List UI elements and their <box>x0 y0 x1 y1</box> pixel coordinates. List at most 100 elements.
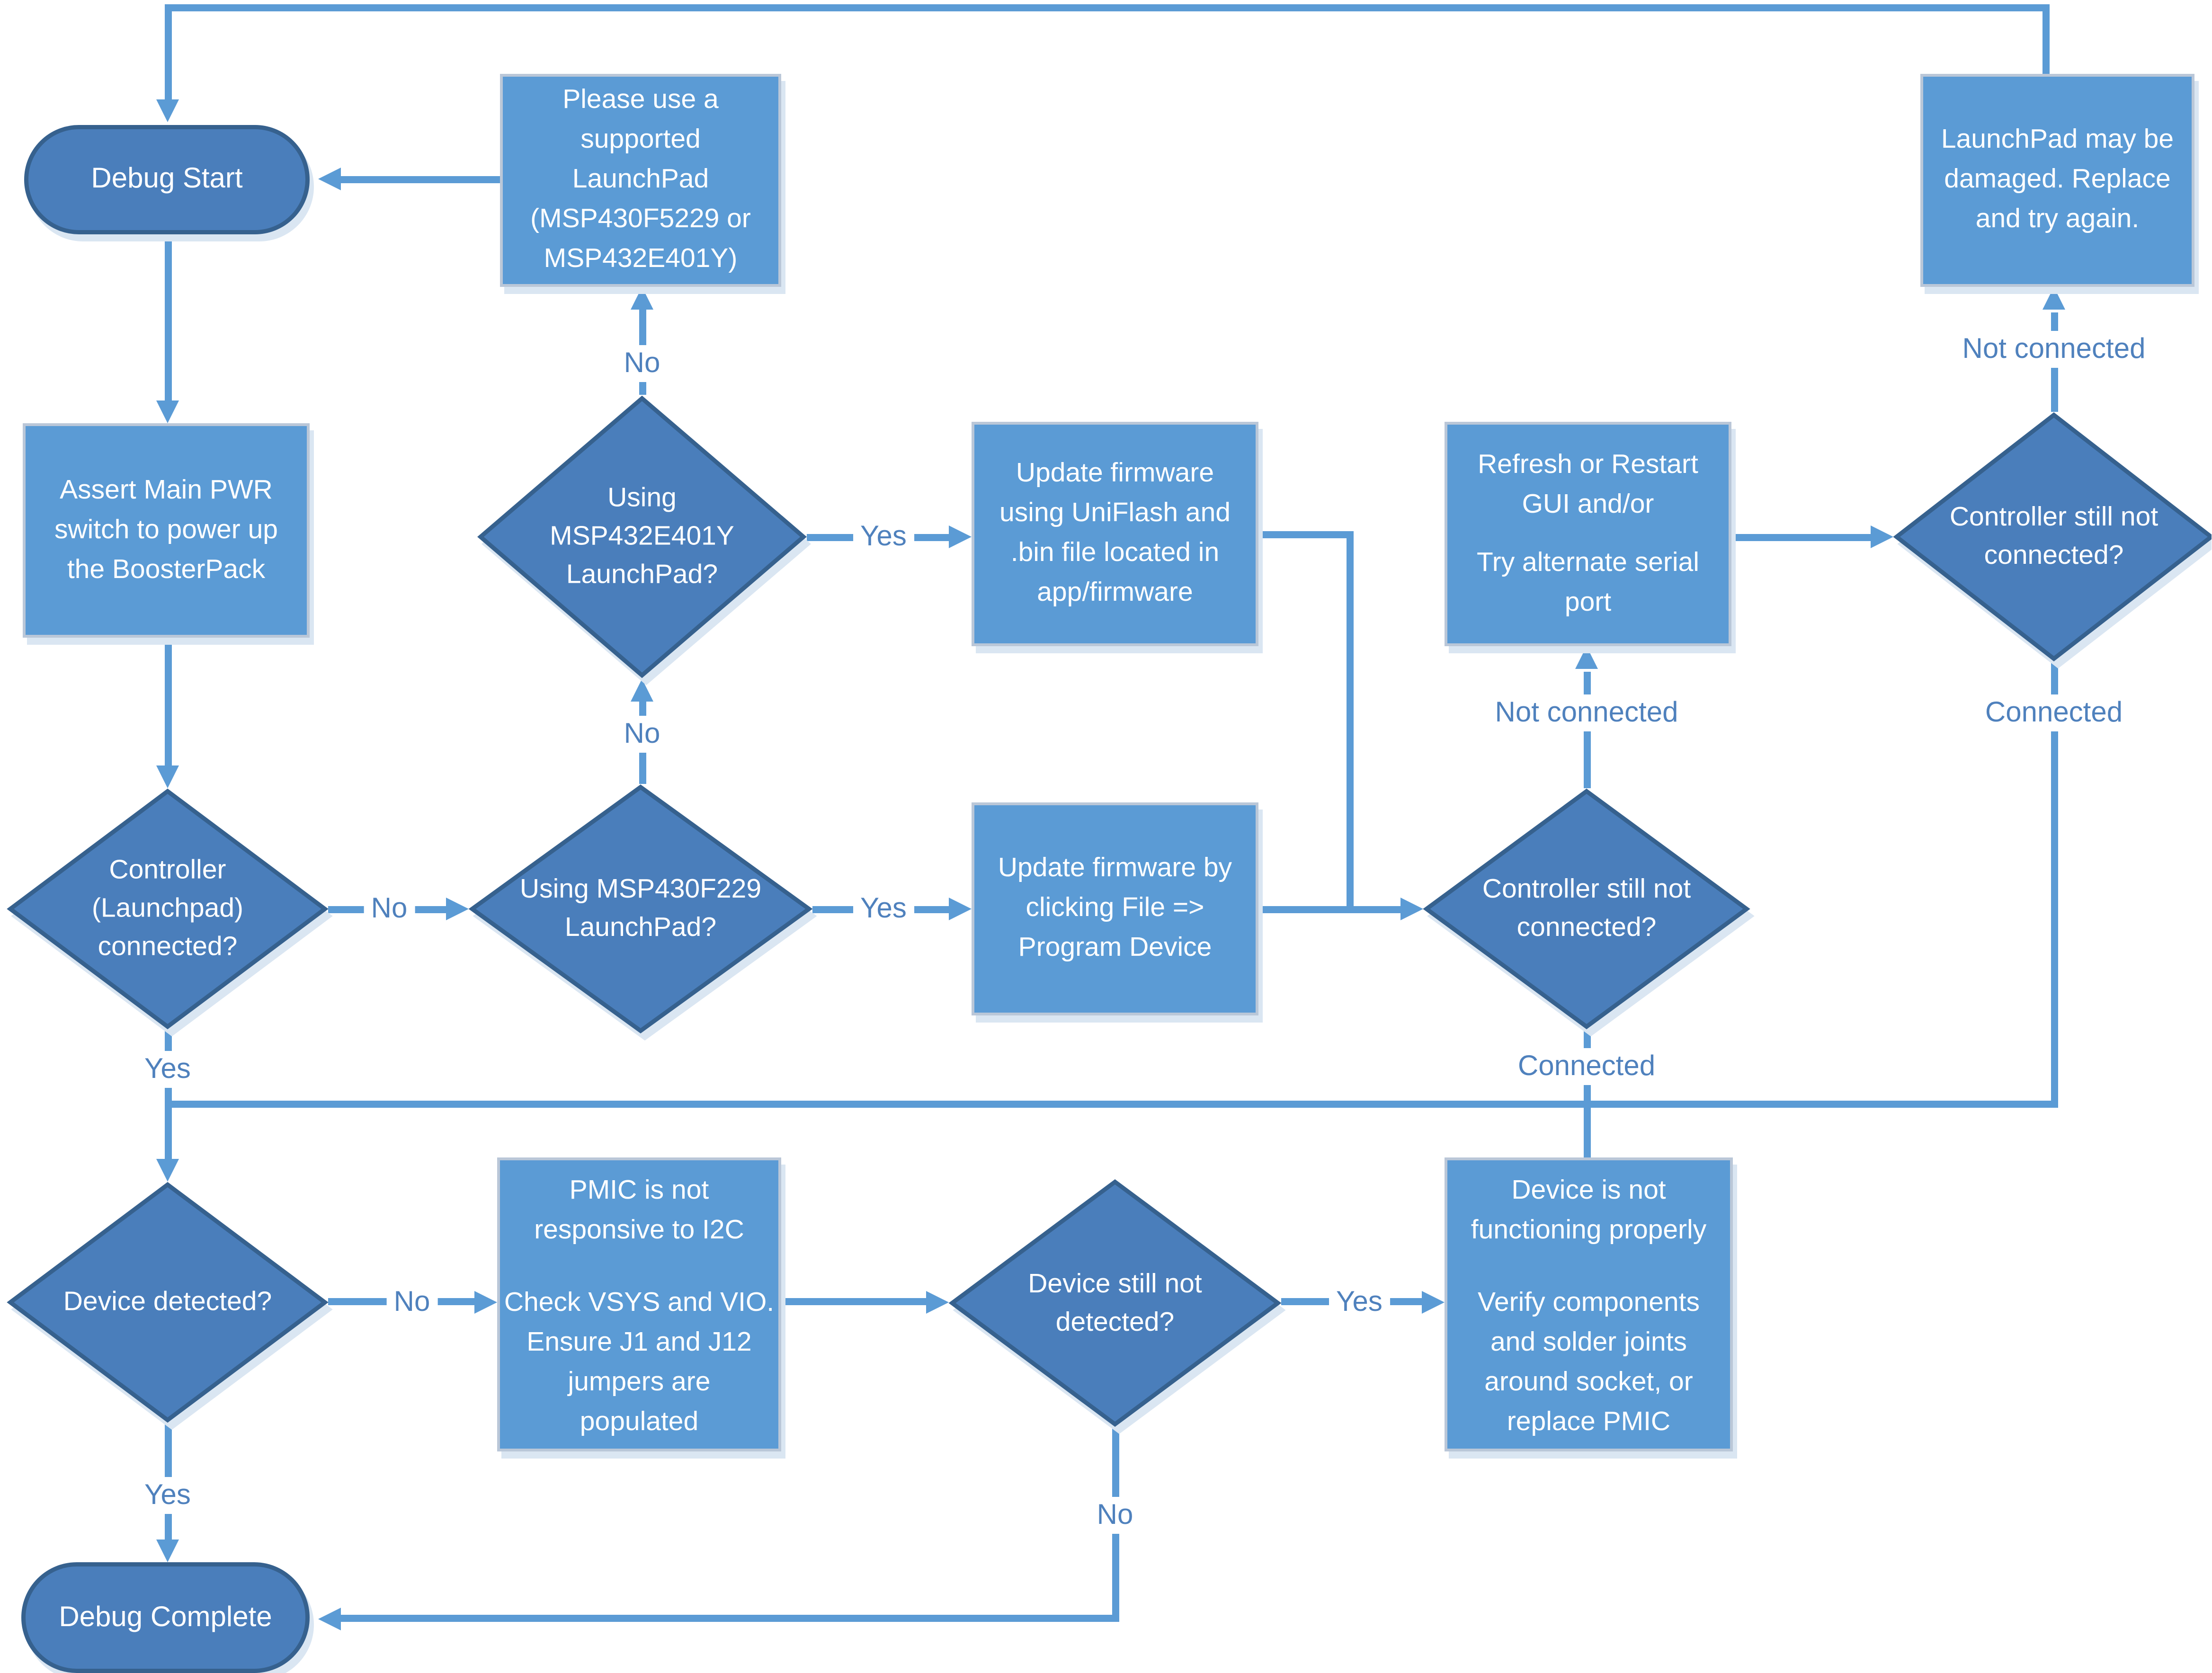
edge-label-no-complete: No <box>1089 1497 1141 1534</box>
connector-top-feedback <box>165 4 2050 11</box>
node-label: damaged. Replace <box>1944 165 2171 195</box>
edge-label-connected-right: Connected <box>1978 694 2130 731</box>
diamond-shape <box>949 1179 1281 1427</box>
process-refresh-restart-gui: Refresh or Restart GUI and/or Try altern… <box>1445 422 1731 646</box>
terminator-debug-complete: Debug Complete <box>21 1562 310 1673</box>
edge-label-yes-uniflash: Yes <box>853 518 914 555</box>
connector-ctrl-yes <box>165 1030 172 1162</box>
edge-label-no-ctrl: No <box>364 890 415 927</box>
edge-label-no-using432: No <box>616 345 668 382</box>
edge-label-yes-updatefile: Yes <box>853 890 914 927</box>
node-label: Update firmware <box>1016 459 1214 489</box>
node-label: connected? <box>1984 541 2124 571</box>
node-label: LaunchPad? <box>566 560 718 590</box>
node-label: LaunchPad? <box>564 913 717 943</box>
node-label: Controller still not <box>1482 875 1691 905</box>
node-label: Ensure J1 and J12 <box>526 1328 752 1358</box>
node-label: Update firmware by <box>998 854 1232 883</box>
connector-uniflash-out-v <box>1347 531 1354 913</box>
edge-label-notconnected-mid: Not connected <box>1488 694 1686 731</box>
connector-top-to-start <box>165 4 172 105</box>
arrowhead-into-damaged <box>2043 287 2065 310</box>
node-label: LaunchPad <box>572 165 709 195</box>
node-label: and solder joints <box>1490 1328 1687 1358</box>
process-pmic-not-responsive: PMIC is not responsive to I2C Check VSYS… <box>497 1157 781 1451</box>
connector-still-no-h <box>338 1615 1118 1622</box>
arrowhead-into-using432 <box>631 679 653 702</box>
process-assert-main-pwr: Assert Main PWR switch to power up the B… <box>23 423 310 638</box>
arrowhead-into-complete-top <box>156 1540 179 1562</box>
connector-pmic-out <box>781 1298 929 1305</box>
arrowhead-into-pmic <box>474 1291 497 1314</box>
node-label: functioning properly <box>1471 1216 1707 1246</box>
node-label: GUI and/or <box>1522 489 1654 519</box>
connector-assert-to-ctrl <box>165 638 172 768</box>
node-label: Using MSP430F229 <box>519 875 762 905</box>
connector-updatefile-out <box>1258 906 1403 913</box>
node-label: app/firmware <box>1037 578 1193 608</box>
diamond-shape <box>7 788 328 1030</box>
node-label: clicking File => <box>1026 893 1204 923</box>
node-label: Debug Complete <box>59 1601 272 1633</box>
node-label: connected? <box>98 932 238 962</box>
edge-label-no-using430-up: No <box>616 716 668 753</box>
process-launchpad-damaged: LaunchPad may be damaged. Replace and tr… <box>1920 74 2194 287</box>
decision-device-detected: Device detected? <box>7 1182 328 1423</box>
decision-controller-still-not-connected-right: Controller still not connected? <box>1893 412 2212 662</box>
arrowhead-into-still-diamond <box>926 1291 949 1314</box>
node-label: MSP432E401Y) <box>544 244 738 274</box>
node-label: the BoosterPack <box>67 554 266 585</box>
diamond-shape <box>7 1182 328 1423</box>
connector-merge <box>165 1101 2058 1108</box>
node-label: Try alternate serial <box>1477 547 1699 578</box>
connector-start-to-assert <box>165 234 172 403</box>
arrowhead-into-updatefile <box>949 898 972 920</box>
arrowhead-into-debug-start <box>156 99 179 122</box>
node-label: Refresh or Restart <box>1478 449 1698 480</box>
node-label: PMIC is not <box>569 1176 709 1206</box>
edge-label-notconnected-top: Not connected <box>1955 331 2153 368</box>
node-label: Controller <box>109 855 226 886</box>
diamond-shape <box>477 395 807 679</box>
arrowhead-into-using430 <box>446 898 469 920</box>
edge-label-connected-mid: Connected <box>1510 1048 1663 1085</box>
diamond-shape <box>469 784 812 1034</box>
edge-label-no-device: No <box>386 1284 437 1321</box>
process-update-fw-file: Update firmware by clicking File => Prog… <box>972 802 1258 1015</box>
edge-label-yes-still: Yes <box>1329 1284 1390 1321</box>
node-label: Verify components <box>1478 1288 1700 1318</box>
arrowhead-into-uniflash <box>949 525 972 548</box>
node-label: Using <box>607 483 677 514</box>
decision-controller-connected: Controller (Launchpad) connected? <box>7 788 328 1030</box>
node-label: Debug Start <box>91 163 243 195</box>
connector-damaged-to-top <box>2043 4 2050 74</box>
connector-pleaseuse-to-start <box>338 176 500 183</box>
node-label: around socket, or <box>1484 1368 1693 1397</box>
node-label: Device still not <box>1028 1269 1202 1299</box>
connector-right-connected <box>2051 660 2058 1106</box>
arrowhead-into-mid-diamond <box>1400 898 1423 920</box>
node-label: jumpers are <box>568 1368 711 1397</box>
node-label: populated <box>580 1407 699 1437</box>
node-label: supported <box>580 125 701 155</box>
node-label: port <box>1564 587 1612 617</box>
edge-label-yes-ctrl: Yes <box>137 1051 198 1088</box>
node-label: detected? <box>1055 1307 1175 1337</box>
connector-refresh-out <box>1731 534 1872 541</box>
arrowhead-into-start-right <box>318 168 341 190</box>
node-label: Please use a <box>562 85 719 115</box>
node-label: and try again. <box>1975 205 2140 234</box>
node-label: Controller still not <box>1949 503 2158 533</box>
arrowhead-into-assert <box>156 400 179 423</box>
node-label: responsive to I2C <box>534 1216 744 1246</box>
decision-device-still-not-detected: Device still not detected? <box>949 1179 1281 1427</box>
node-label: Program Device <box>1018 933 1212 963</box>
process-update-fw-uniflash: Update firmware using UniFlash and .bin … <box>972 422 1258 646</box>
node-label: Assert Main PWR <box>60 475 273 505</box>
node-label: LaunchPad may be <box>1941 125 2174 155</box>
decision-controller-still-not-connected-mid: Controller still not connected? <box>1423 788 1750 1030</box>
arrowhead-into-device-detected <box>156 1159 179 1182</box>
node-label: connected? <box>1516 913 1657 943</box>
decision-using-msp430f229: Using MSP430F229 LaunchPad? <box>469 784 812 1034</box>
